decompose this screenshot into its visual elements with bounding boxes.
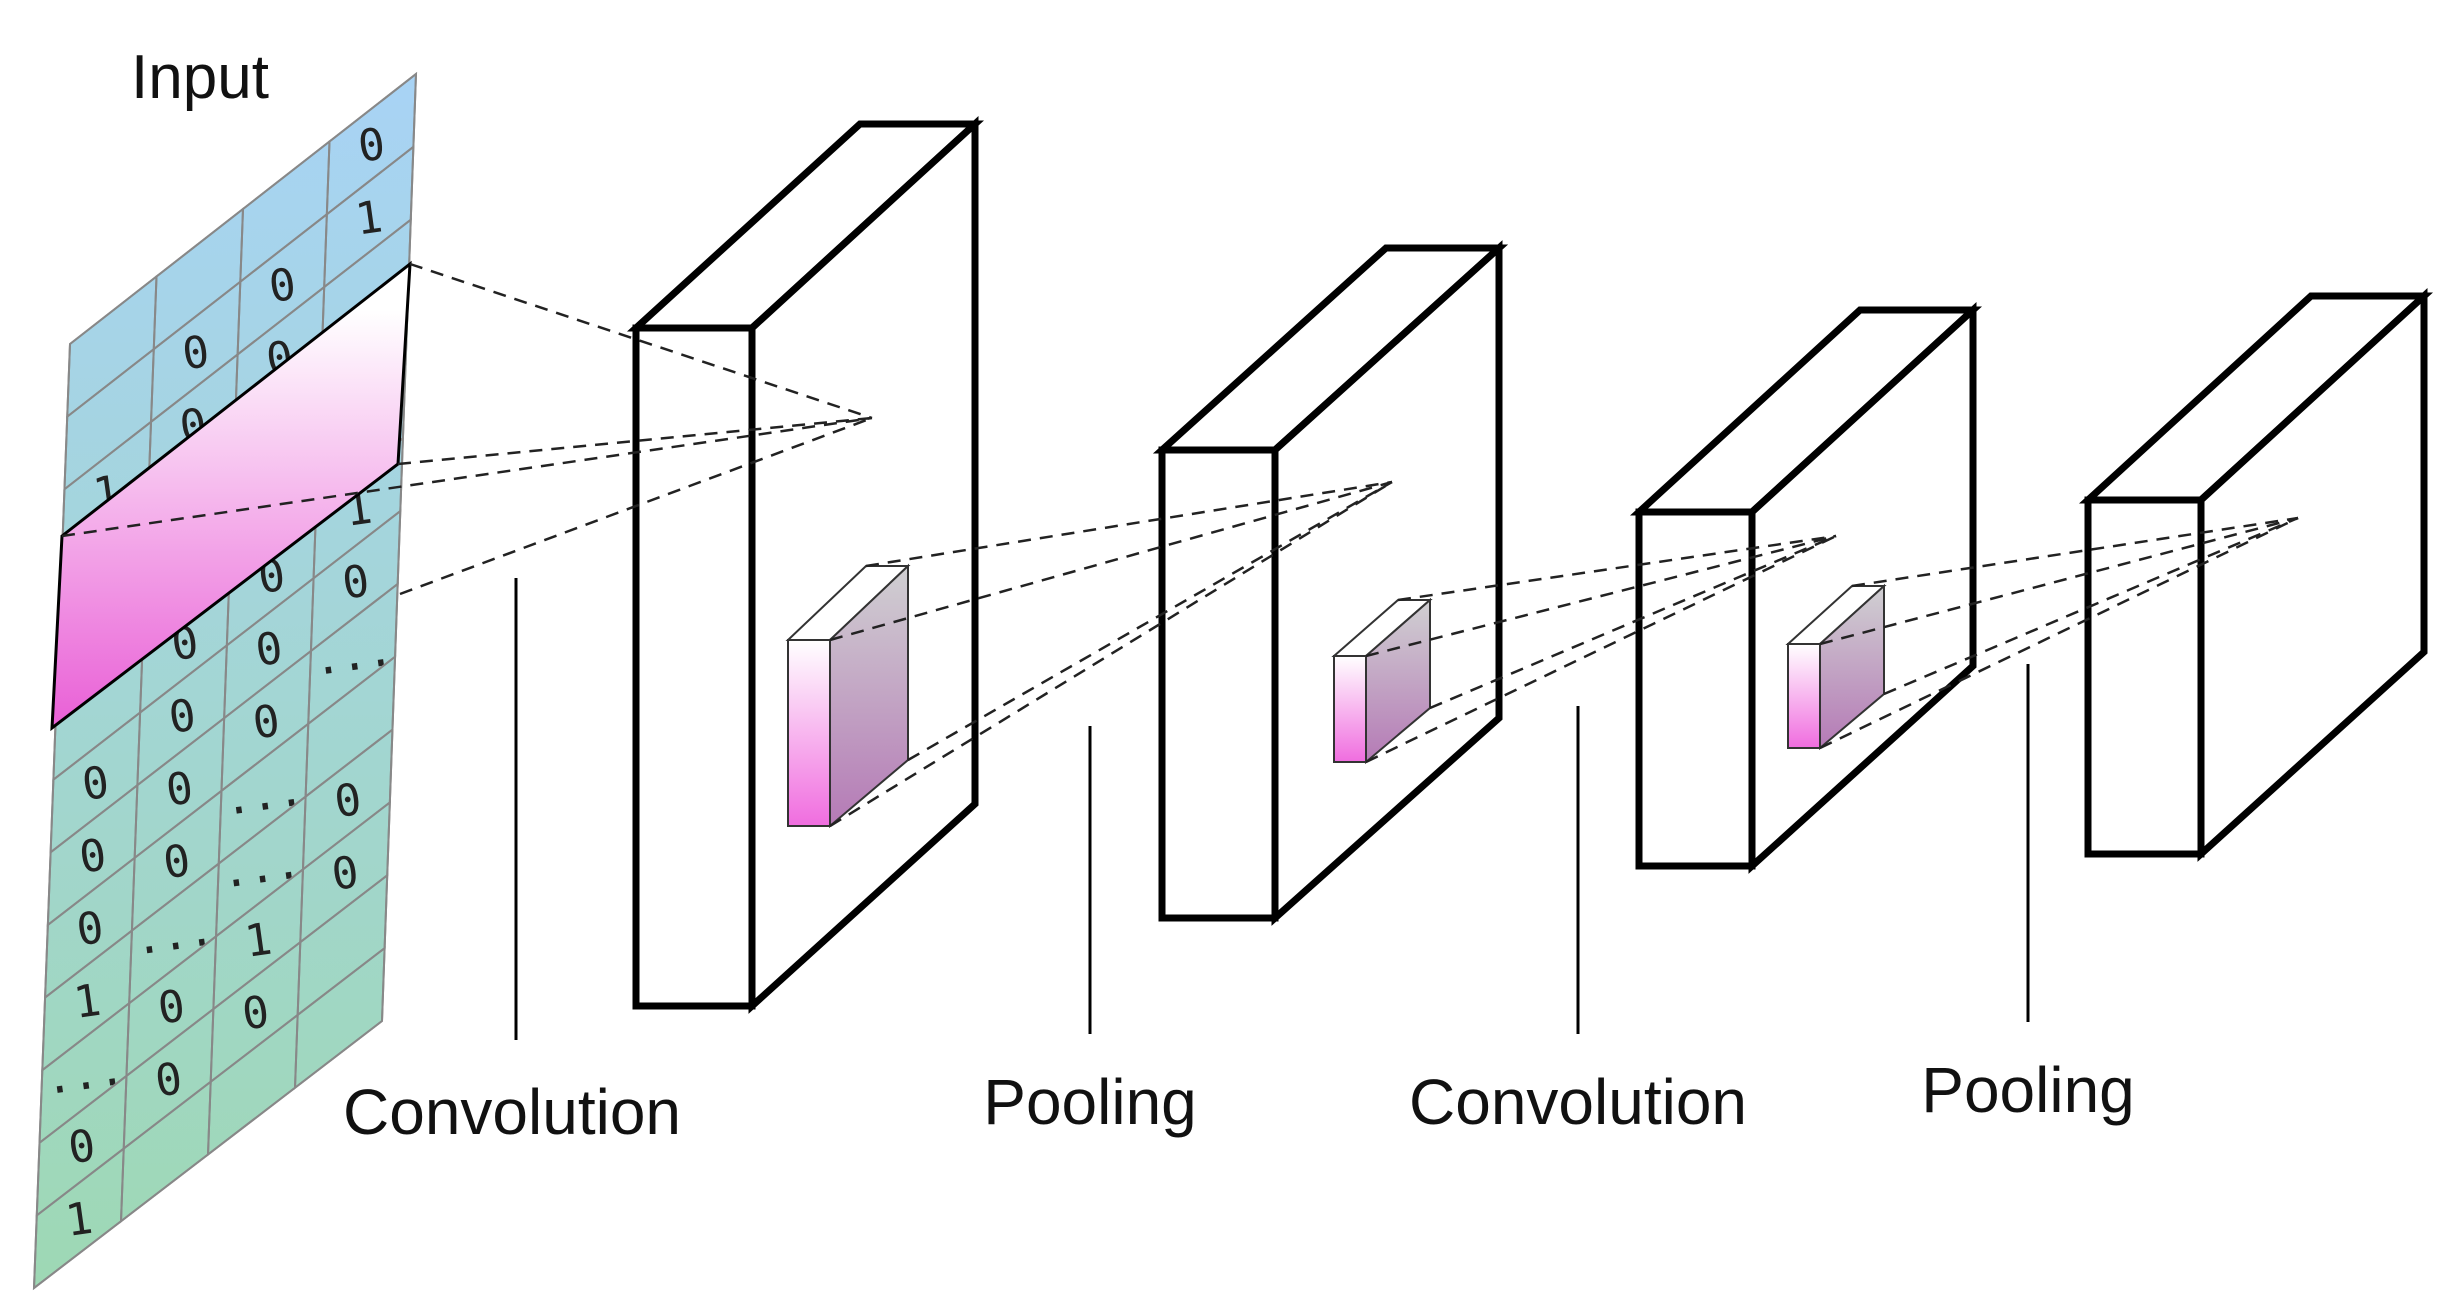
- receptive-box-2: [1331, 597, 1433, 765]
- input-cell-value: ...: [221, 764, 307, 826]
- input-cell-value: ...: [42, 1044, 128, 1106]
- pooling-label-2: Pooling: [1921, 1054, 2135, 1126]
- block-4-front-face: [2084, 496, 2205, 858]
- pooling-label-1: Pooling: [983, 1066, 1197, 1138]
- projection-lines: [61, 262, 2299, 828]
- input-cell: [293, 946, 386, 1090]
- block-1-front-face: [632, 324, 756, 1010]
- feature-map-block-4: [2078, 288, 2434, 862]
- block-3-front-face: [1635, 508, 1756, 870]
- input-matrix-cells: 0001100010010000000...00...1......0...01…: [32, 71, 418, 1291]
- block-2-front-face: [1158, 446, 1279, 922]
- input-cell-value: ...: [131, 904, 217, 966]
- convolution-label-2: Convolution: [1409, 1066, 1747, 1138]
- feature-map-block-1: [626, 116, 985, 1014]
- convolution-label-1: Convolution: [343, 1076, 681, 1148]
- input-label: Input: [131, 43, 269, 112]
- feature-map-block-3: [1629, 302, 1983, 874]
- input-cell-value: ...: [310, 625, 396, 687]
- label-leader-lines: [514, 578, 2030, 1040]
- input-cell-value: ...: [218, 837, 304, 899]
- feature-map-block-2: [1152, 240, 1509, 926]
